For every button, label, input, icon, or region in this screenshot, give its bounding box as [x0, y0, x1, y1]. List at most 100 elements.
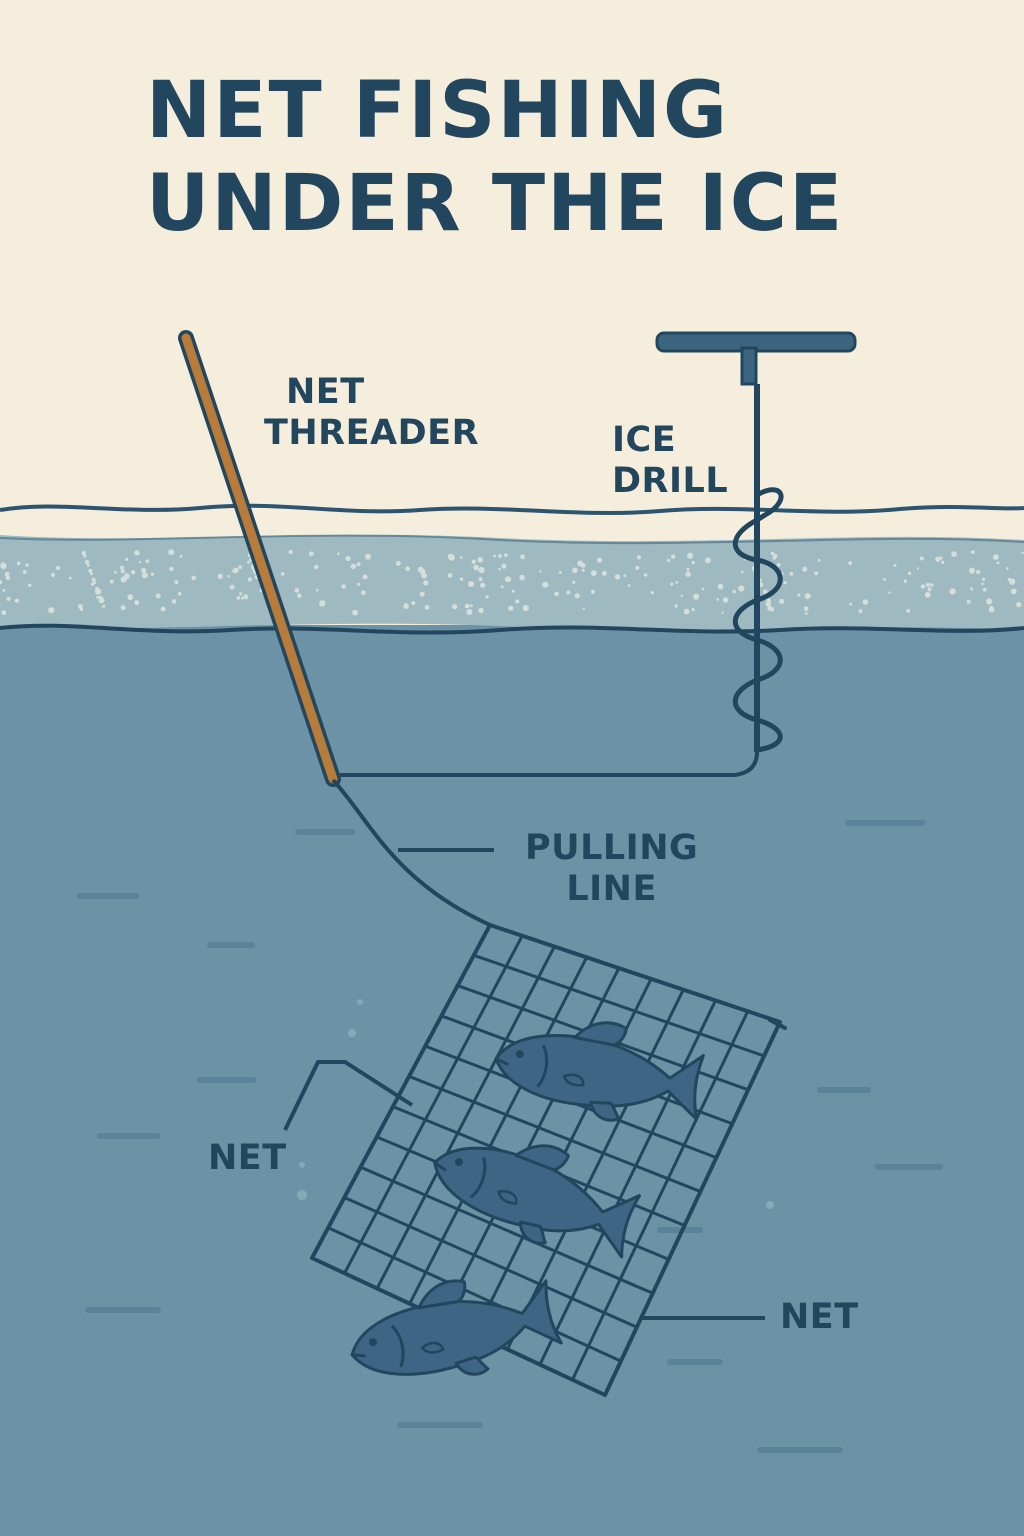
ice-speckle: [498, 568, 501, 571]
ice-speckle: [939, 556, 943, 560]
ice-speckle: [179, 554, 183, 558]
ice-speckle: [716, 598, 720, 601]
ice-speckle: [989, 605, 994, 610]
ice-speckle: [130, 570, 136, 575]
ice-speckle: [515, 599, 520, 604]
ice-speckle: [83, 554, 87, 558]
ice-speckle: [141, 567, 147, 573]
ice-speckle: [572, 567, 578, 574]
ice-speckle: [966, 599, 971, 604]
ice-speckle: [635, 565, 640, 570]
ice-speckle: [686, 567, 690, 571]
ice-speckle: [520, 554, 525, 560]
net-mesh-line: [375, 945, 556, 1290]
water-bubbles: [297, 999, 774, 1209]
ice-speckle: [477, 557, 484, 563]
net-mesh-line: [408, 1074, 702, 1193]
ice-speckle: [109, 579, 114, 584]
net-threader-pole-icon: [178, 330, 341, 787]
ice-speckle: [102, 604, 106, 608]
ice-speckle: [319, 600, 326, 607]
ice-speckle: [485, 595, 489, 599]
label-net-threader-line-1: NET: [286, 372, 365, 412]
ice-speckle: [81, 551, 87, 556]
ice-speckle: [627, 584, 631, 587]
leader-lines: [283, 848, 765, 1320]
ice-speckle: [687, 552, 694, 559]
ice-speckle: [770, 551, 775, 556]
ice-speckle: [424, 605, 430, 610]
ice-speckle: [906, 608, 911, 613]
ice-speckle: [356, 562, 361, 567]
ice-speckle: [590, 570, 597, 576]
label-ice-drill: ICE DRILL: [612, 420, 728, 503]
ice-speckle: [992, 554, 999, 560]
ice-speckle: [596, 557, 603, 563]
net-mesh-line: [343, 935, 524, 1274]
ice-speckle: [982, 577, 986, 582]
ice-speckle: [614, 574, 621, 580]
ice-layer: [0, 534, 1024, 630]
ice-speckle: [572, 580, 576, 584]
ice-speckle: [480, 582, 486, 588]
ice-speckle: [478, 577, 483, 582]
ice-speckle: [508, 605, 514, 611]
ice-speckle: [191, 575, 196, 581]
ice-speckle: [623, 574, 627, 578]
ice-speckle: [650, 591, 654, 595]
ice-speckle: [930, 583, 934, 587]
ice-speckle: [779, 598, 785, 605]
ice-speckle: [941, 560, 945, 565]
ice-speckle: [683, 608, 690, 615]
ice-speckle: [705, 557, 711, 564]
ice-speckle: [227, 574, 230, 578]
ice-speckle: [539, 570, 542, 573]
ice-speckle: [123, 573, 130, 580]
ice-speckle: [174, 580, 179, 585]
ice-speckle: [804, 612, 808, 615]
label-pulling-line-line-2: LINE: [566, 869, 657, 910]
ice-speckle: [160, 606, 166, 612]
ice-speckle: [951, 551, 957, 557]
ice-speckle: [337, 552, 340, 555]
ice-speckle: [893, 563, 897, 567]
ice-speckle: [566, 590, 571, 595]
ice-speckle: [229, 584, 235, 590]
ice-speckle: [314, 564, 319, 570]
ice-speckle: [935, 556, 941, 562]
ice-speckle: [722, 597, 729, 603]
ice-speckle: [352, 609, 358, 616]
ice-speckle: [90, 572, 93, 576]
ice-speckle: [125, 557, 129, 561]
ice-speckle: [919, 556, 924, 561]
ice-speckle: [804, 593, 811, 600]
ice-speckle: [294, 588, 300, 593]
pulling-line: [331, 778, 491, 927]
ice-speckle: [55, 565, 61, 571]
ice-speckle: [1009, 578, 1016, 585]
ice-speckle: [232, 568, 237, 573]
ice-speckle: [920, 584, 926, 589]
water-ripples: [77, 820, 943, 1453]
ice-speckle: [817, 558, 821, 562]
ice-speckle: [459, 577, 464, 581]
ice-speckle: [1006, 567, 1009, 570]
title-line-2: UNDER THE ICE: [146, 159, 845, 249]
ice-speckle: [666, 558, 671, 563]
net-mesh-line: [473, 953, 765, 1058]
ice-speckle: [411, 601, 416, 606]
ice-speckle: [6, 596, 11, 602]
ice-speckle: [50, 572, 56, 578]
ice-speckle: [498, 554, 502, 558]
ice-speckle: [4, 571, 10, 577]
ice-speckle: [493, 554, 496, 558]
ice-speckle: [717, 583, 724, 590]
ice-speckle: [554, 591, 559, 597]
ice-speckle: [466, 609, 473, 615]
ice-speckle: [848, 561, 853, 565]
ice-speckle: [976, 570, 981, 575]
ice-speckle: [858, 609, 863, 614]
ice-speckle: [693, 593, 700, 600]
ice-speckle: [903, 579, 907, 583]
ice-speckle: [362, 574, 368, 580]
